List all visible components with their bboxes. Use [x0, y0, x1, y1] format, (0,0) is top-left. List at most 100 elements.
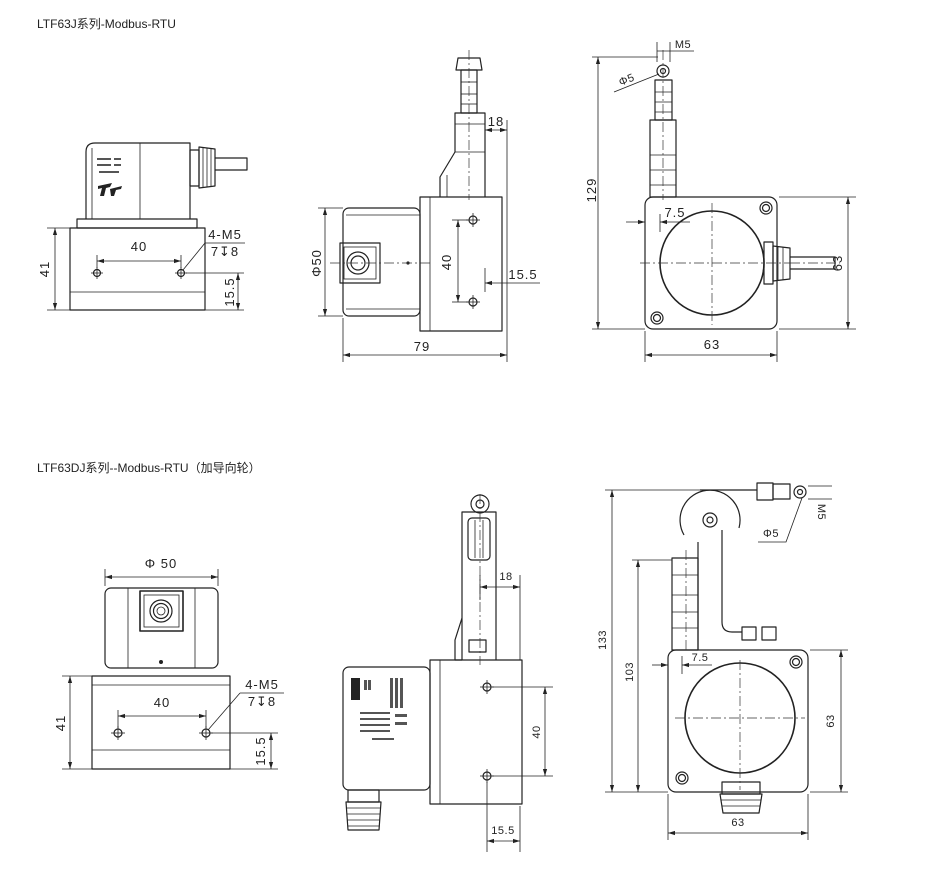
ring-diameter-label: Φ5: [617, 72, 636, 89]
dimension-hole-offset: 15.5: [486, 782, 521, 852]
guide-wheel-arm: [454, 494, 497, 661]
center-dot: [159, 660, 163, 664]
dimension-offset: 7.5: [652, 652, 712, 674]
view-ltf63dj-front: 18 40 15.5: [342, 494, 553, 852]
cable-gland: [763, 241, 840, 285]
corner-hole-top-right: [789, 655, 803, 669]
dimension-hole-offset: 15.5: [484, 267, 540, 292]
dim-15-5-label: 15.5: [508, 267, 537, 282]
mounting-hole-right: [199, 726, 213, 740]
corner-hole-bottom-left: [650, 311, 664, 325]
dimension-thread: M5: [808, 485, 832, 520]
view-ltf63j-side: 40 4-M5 7↧8 41 15.5: [37, 142, 248, 311]
dim-phi50-label: Φ 50: [145, 556, 177, 571]
dimension-hole-offset: 15.5: [186, 272, 244, 311]
mounting-hole-bottom: [480, 769, 494, 783]
dimension-hole-spacing: 40: [439, 219, 468, 303]
ring-diameter-label: Φ5: [763, 528, 779, 540]
corner-hole-top-right: [759, 201, 773, 215]
depth-label: 7↧8: [248, 694, 276, 709]
view-ltf63j-front: 40 15.5 18 79 Φ50: [309, 50, 540, 362]
title-ltf63j: LTF63J系列-Modbus-RTU: [37, 17, 176, 31]
product-label: [351, 678, 407, 740]
mounting-hole-left: [91, 267, 103, 279]
thread-label: 4-M5: [208, 227, 242, 242]
bolt-heads: [741, 626, 777, 641]
dim-40-label: 40: [154, 695, 170, 710]
dimension-side-width: 63: [644, 331, 778, 362]
dim-18-label: 18: [499, 571, 512, 583]
title-ltf63dj: LTF63DJ系列--Modbus-RTU（加导向轮）: [37, 460, 261, 475]
dim-40-label: 40: [439, 254, 454, 270]
dim-40-label: 40: [131, 239, 147, 254]
top-plate: [76, 218, 198, 229]
dim-129-label: 129: [584, 178, 599, 203]
mounting-hole-right: [175, 267, 187, 279]
dim-7-5-label: 7.5: [692, 652, 709, 664]
dimension-side-width: 63: [667, 794, 809, 840]
dimension-hole-spacing: 40: [96, 239, 182, 268]
dimension-hole-spacing: 40: [492, 686, 553, 777]
cable-gland: [189, 146, 248, 189]
guide-wheel: [679, 489, 742, 650]
dimension-ring-diameter: Φ5: [613, 72, 660, 93]
dim-79-label: 79: [414, 339, 430, 354]
connector: [139, 590, 184, 632]
dim-63-right-label: 63: [830, 255, 845, 271]
mounting-hole-top: [480, 680, 494, 694]
corner-hole-bottom-left: [675, 771, 689, 785]
dimension-ring-diameter: Φ5: [758, 497, 803, 543]
thread-label: 4-M5: [245, 677, 279, 692]
view-ltf63dj-top: M5 Φ5 133 103 7.5 63: [597, 482, 848, 840]
dimension-thread: M5: [656, 39, 694, 62]
view-ltf63dj-side: Φ 50 41 40 4-M5 7↧8 15.5: [53, 556, 284, 770]
dimension-hole-spacing: 40: [117, 695, 207, 728]
dim-phi50-label: Φ50: [309, 249, 324, 277]
dim-18-label: 18: [488, 114, 504, 129]
dim-63-bottom-label: 63: [731, 817, 744, 829]
dimension-rod-height: 103: [624, 559, 672, 792]
mounting-hole-bottom: [466, 295, 480, 309]
product-label: [97, 158, 122, 196]
dim-7-5-label: 7.5: [664, 205, 685, 220]
dimension-height: 41: [37, 227, 70, 311]
dim-15-5-label: 15.5: [222, 277, 237, 306]
dim-41-label: 41: [53, 715, 68, 731]
wire-end-clamp: [700, 482, 807, 501]
wire-outlet: [439, 112, 486, 197]
dimension-height: 41: [53, 675, 92, 770]
dimension-diameter: Φ50: [309, 207, 343, 317]
dimension-length: 79: [342, 318, 507, 362]
dimension-outlet-offset: 18: [484, 113, 508, 362]
drum-body: [69, 227, 206, 311]
dim-15-5-label: 15.5: [253, 736, 268, 765]
dimension-thread-callout: 4-M5 7↧8: [207, 677, 284, 731]
mounting-hole-top: [466, 213, 480, 227]
cable-gland: [345, 789, 382, 831]
drum-body: [91, 675, 231, 770]
encoder-housing: [85, 142, 191, 219]
dimension-wheel-offset: 18: [479, 571, 521, 660]
encoder-housing: [104, 587, 219, 669]
thread-label: M5: [815, 504, 827, 520]
thread-label: M5: [675, 39, 691, 51]
dimension-thread-callout: 4-M5 7↧8: [182, 227, 245, 271]
dim-41-label: 41: [37, 261, 52, 277]
dimension-height: 129: [584, 56, 658, 330]
dim-15-5-label: 15.5: [491, 825, 514, 837]
dimension-diameter: Φ 50: [104, 556, 219, 586]
dim-133-label: 133: [597, 630, 609, 650]
dimension-hole-offset: 15.5: [211, 732, 278, 770]
dim-63-bottom-label: 63: [704, 337, 720, 352]
wire-rod: [671, 557, 699, 651]
dim-63-right-label: 63: [825, 714, 837, 727]
cable-gland: [719, 781, 763, 814]
mounting-hole-left: [111, 726, 125, 740]
dim-40-label: 40: [531, 725, 543, 738]
drum-body: [429, 659, 523, 805]
dimension-side-height: 63: [810, 649, 848, 793]
dimension-offset: 7.5: [626, 205, 690, 232]
drum-body: [419, 196, 503, 332]
